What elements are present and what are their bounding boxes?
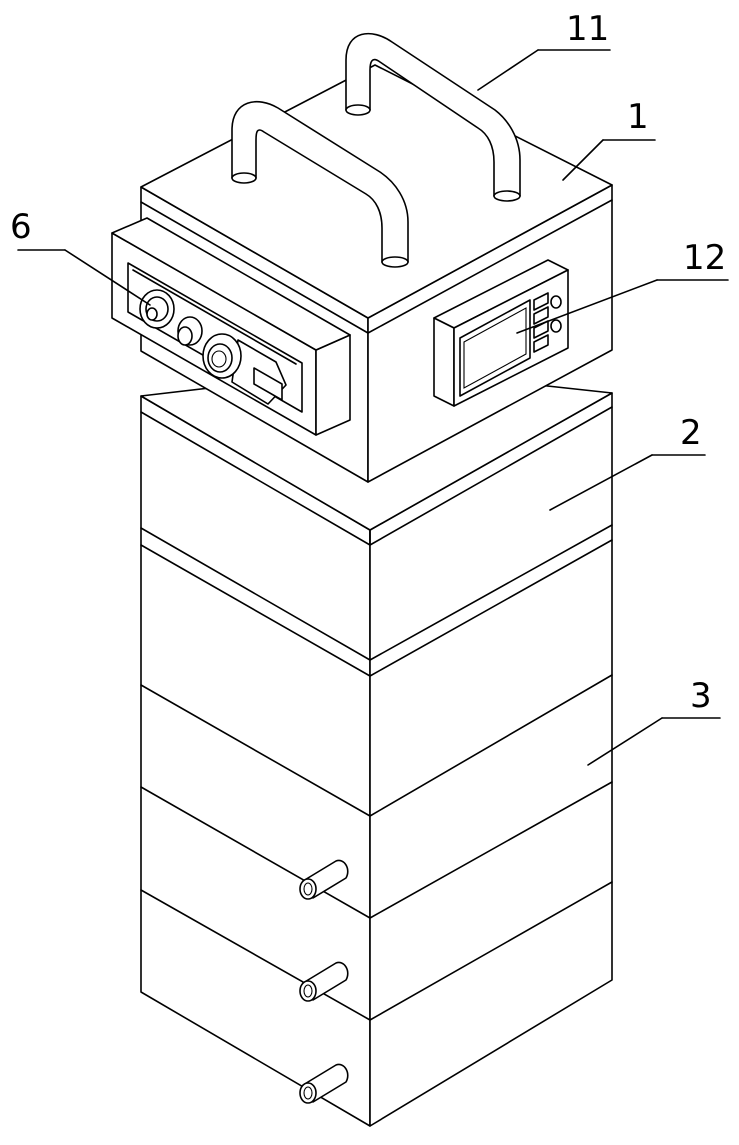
leader-11: [477, 49, 539, 91]
leader-3: [587, 717, 663, 766]
leader-12: [516, 279, 658, 334]
display-buttons: [533, 292, 562, 353]
display-screen: [459, 299, 531, 397]
label-2: 2: [680, 413, 702, 453]
panel-port: [177, 316, 203, 346]
label-11: 11: [566, 9, 609, 49]
carry-handle-front: [231, 100, 409, 268]
panel-top-face: [111, 217, 351, 351]
outlet-pipe-1: [299, 859, 349, 900]
reference-labels: 11 1 6 12 2 3: [10, 9, 729, 766]
leader-2: [549, 454, 653, 511]
label-12: 12: [683, 238, 726, 278]
label-1: 1: [627, 97, 649, 137]
outlet-pipe-2: [299, 961, 349, 1002]
outlet-pipe-3: [299, 1063, 349, 1104]
label-6: 6: [10, 207, 32, 247]
panel-side-face: [315, 334, 351, 436]
carry-handle-back: [345, 32, 521, 202]
leader-6: [64, 249, 151, 306]
display-panel: [433, 259, 569, 407]
side-control-panel: [111, 217, 351, 436]
display-side-face: [433, 317, 455, 407]
panel-connector: [202, 333, 287, 405]
label-3: 3: [690, 676, 712, 716]
control-knob: [139, 289, 175, 329]
lower-module-stack: [140, 367, 613, 1127]
leader-1: [562, 139, 604, 181]
